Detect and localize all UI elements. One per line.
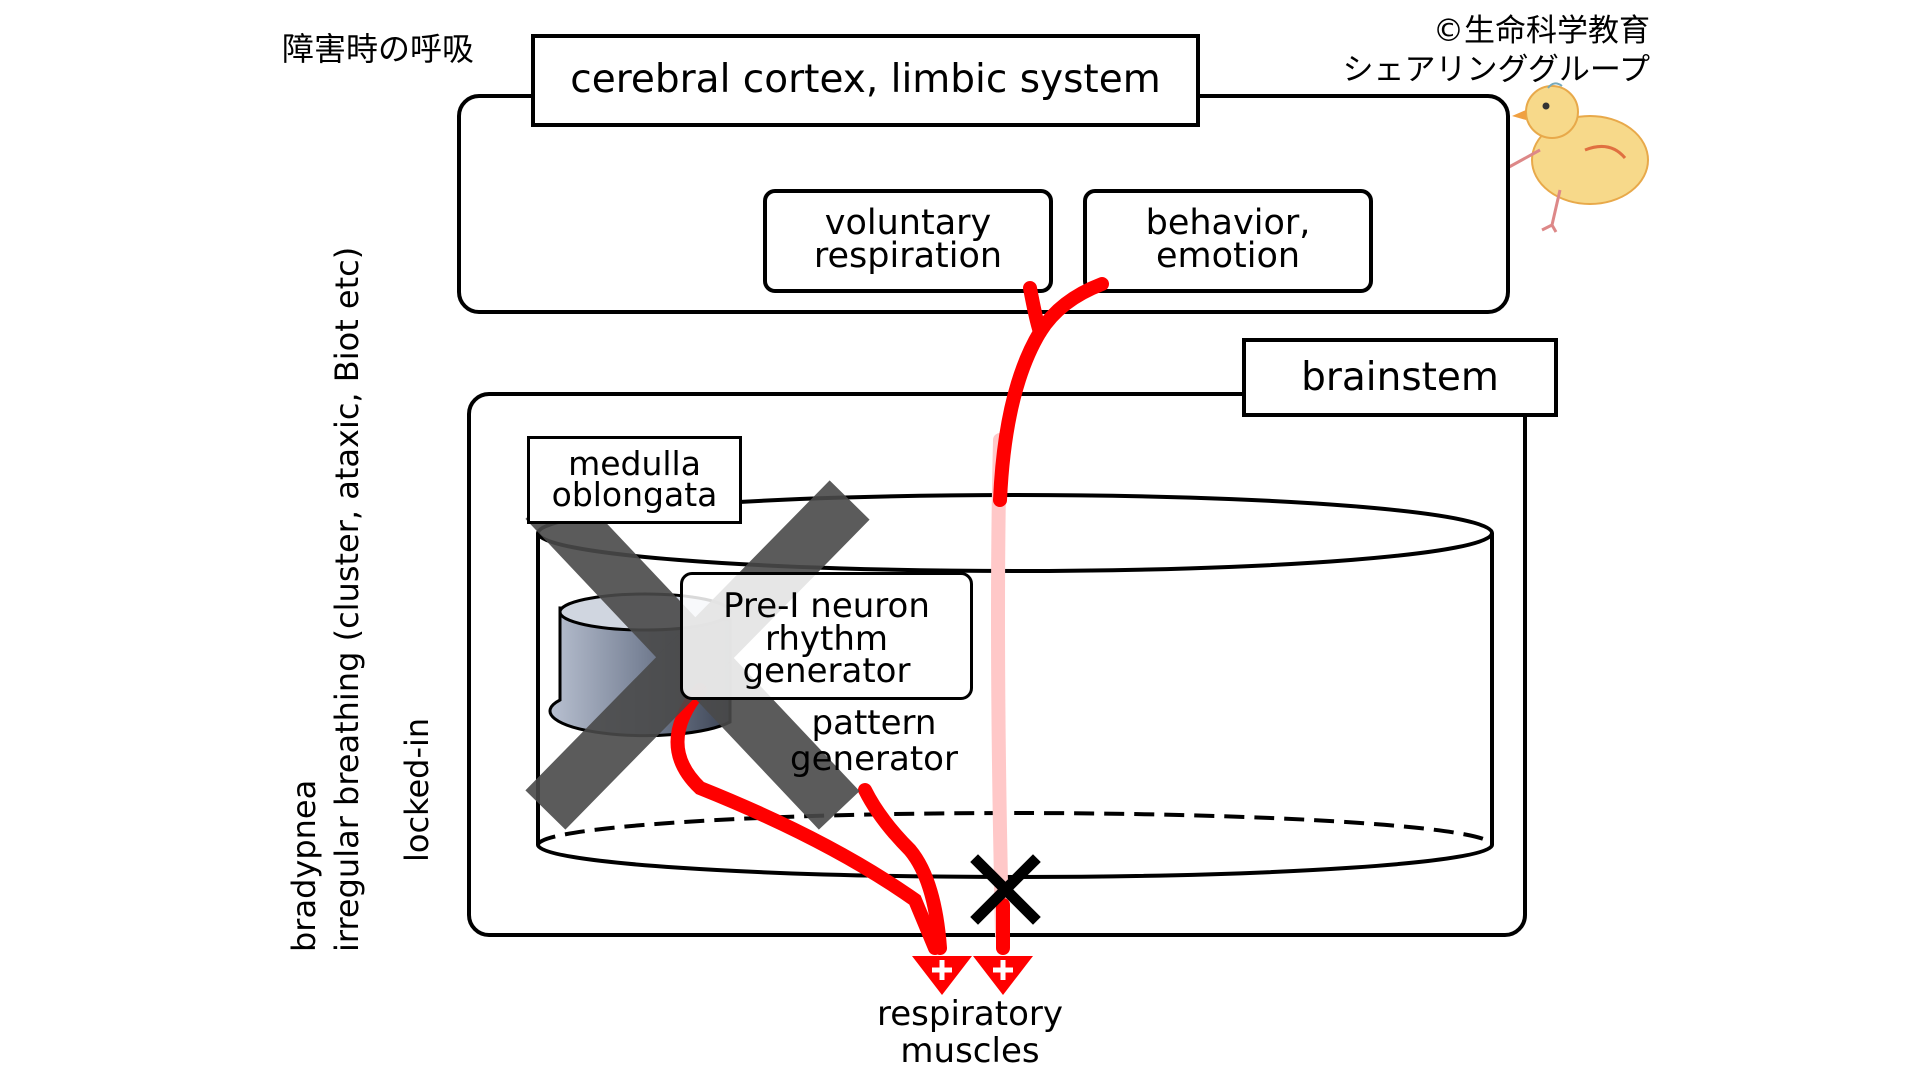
- credit-line-1: ©生命科学教育: [1433, 13, 1650, 49]
- brainstem-label-box: [1242, 338, 1558, 417]
- behavior-emotion-box: [1083, 189, 1373, 293]
- rhythm-generator-box: [680, 572, 973, 700]
- pathway-lesion-cross-icon: [970, 854, 1041, 925]
- pattern-generator-label: pattern generator: [790, 703, 958, 779]
- diagram-title: 障害時の呼吸: [282, 30, 475, 68]
- bradypnea-note: bradypnea: [285, 779, 323, 952]
- rhythm-generator-label: Pre-I neuron rhythm generator: [723, 586, 930, 692]
- irregular-breathing-note: irregular breathing (cluster, ataxic, Bi…: [328, 246, 366, 952]
- voluntary-pathway-blocked: [991, 433, 1009, 942]
- credit-text: ©生命科学教育 シェアリンググループ: [1320, 12, 1650, 90]
- respiratory-muscles-label: respiratory muscles: [877, 994, 1063, 1072]
- voluntary-pathway-branch-right: [1033, 277, 1109, 339]
- cortex-label-box: [531, 34, 1200, 127]
- voluntary-pathway-descending: [993, 325, 1047, 507]
- credit-line-2: シェアリンググループ: [1342, 51, 1650, 88]
- medulla-label: medulla oblongata: [551, 444, 718, 515]
- locked-in-note: locked-in: [398, 717, 436, 862]
- brainstem-label: brainstem: [1301, 355, 1499, 400]
- behavior-emotion-label: behavior, emotion: [1145, 203, 1311, 277]
- arrow-plus-icon-left: [912, 956, 972, 995]
- voluntary-respiration-box: [763, 189, 1053, 293]
- cortex-label: cerebral cortex, limbic system: [570, 57, 1161, 102]
- medulla-label-box: [527, 436, 742, 524]
- pattern-generator-pathway: [858, 783, 947, 955]
- arrow-plus-icon-right: [973, 956, 1033, 995]
- rhythm-generator-pathway: [670, 683, 942, 955]
- voluntary-respiration-label: voluntary respiration: [813, 203, 1003, 277]
